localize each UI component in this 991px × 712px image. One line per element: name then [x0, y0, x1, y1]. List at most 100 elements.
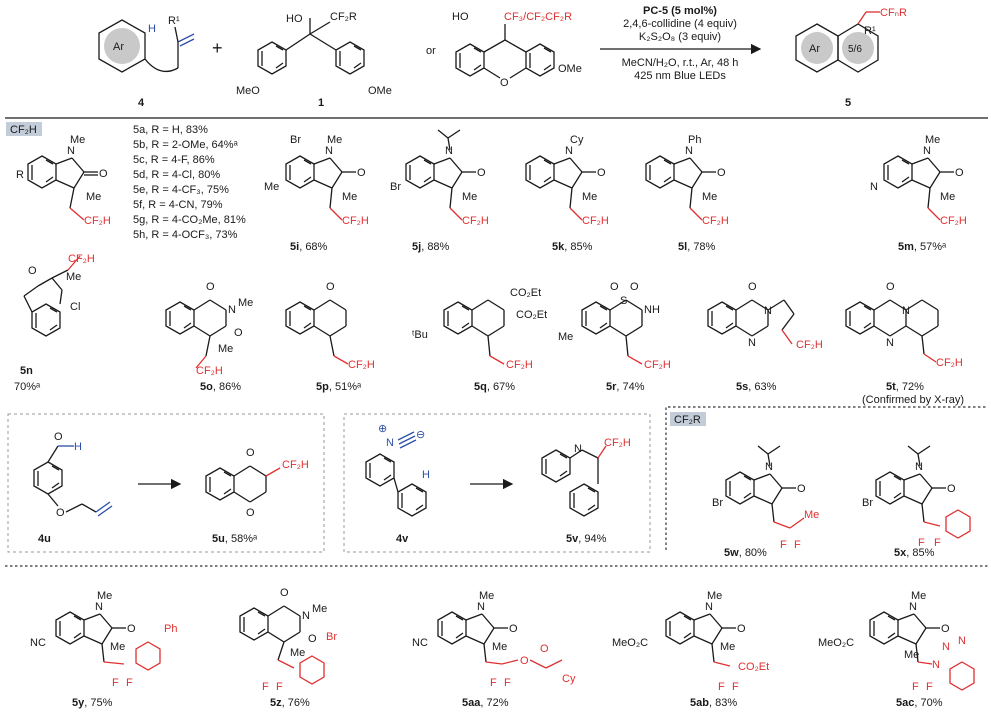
svg-text:N: N: [886, 337, 894, 349]
svg-text:CF₂H: CF₂H: [342, 215, 369, 227]
svg-text:N: N: [923, 145, 931, 157]
svg-text:CF₂H: CF₂H: [348, 359, 375, 371]
svg-text:N: N: [902, 305, 910, 317]
structure-5j: N O Br Me CF₂H: [390, 129, 489, 227]
svg-text:F: F: [934, 537, 941, 549]
svg-text:CF₂H: CF₂H: [940, 215, 967, 227]
svg-text:O: O: [127, 623, 136, 635]
svg-text:F: F: [780, 539, 787, 551]
svg-text:Me: Me: [264, 181, 279, 193]
svg-text:F: F: [112, 677, 119, 689]
svg-text:Me: Me: [940, 191, 955, 203]
svg-text:O: O: [597, 167, 606, 179]
product-number: 5: [845, 97, 851, 109]
label-5l: 5l, 78%: [678, 241, 716, 253]
svg-text:N: N: [685, 145, 693, 157]
cf2r-tag: CF₂R: [674, 414, 701, 426]
label-5m: 5m, 57%ᵃ: [898, 241, 947, 253]
svg-text:N: N: [932, 659, 940, 671]
reagent2-ho: HO: [452, 11, 469, 23]
svg-text:Br: Br: [862, 497, 873, 509]
svg-text:Br: Br: [390, 181, 401, 193]
label-5u: 5u, 58%ᵃ: [212, 533, 258, 545]
svg-text:Br: Br: [290, 134, 301, 146]
svg-text:H: H: [74, 441, 82, 453]
svg-text:N: N: [574, 443, 582, 455]
product-cfnr: CFₙR: [880, 7, 907, 19]
structure-5s: O N N CF₂H: [707, 281, 823, 351]
svg-text:Ph: Ph: [688, 134, 701, 146]
list-item-5d: 5d, R = 4-Cl, 80%: [133, 169, 220, 181]
o-5a: O: [99, 168, 108, 180]
svg-text:Me: Me: [97, 590, 112, 602]
label-5n-yield: 70%ᵃ: [14, 381, 41, 393]
reagent-1: HO CF₂R MeO OMe 1: [236, 11, 392, 109]
label-5j: 5j, 88%: [412, 241, 450, 253]
svg-text:O: O: [886, 281, 895, 293]
structure-5m: N Me O N Me CF₂H: [870, 134, 967, 227]
or-text: or: [426, 45, 436, 57]
svg-text:O: O: [737, 623, 746, 635]
svg-text:Cy: Cy: [562, 673, 576, 685]
label-5q: 5q, 67%: [474, 381, 515, 393]
svg-text:O: O: [540, 643, 549, 655]
svg-text:N: N: [302, 610, 310, 622]
svg-text:O: O: [246, 507, 255, 519]
svg-text:N: N: [477, 601, 485, 613]
svg-text:O: O: [717, 167, 726, 179]
label-5s: 5s, 63%: [736, 381, 777, 393]
reagent2-cf: CF₃/CF₂CF₂R: [504, 11, 572, 23]
structure-5i: N Me O Br Me Me CF₂H: [264, 134, 369, 227]
structure-5ab: N Me O MeO₂C Me CO₂Et F F: [612, 590, 769, 693]
box-4u-5u: [7, 413, 325, 553]
svg-text:F: F: [732, 681, 739, 693]
condition-3: K₂S₂O₈ (3 equiv): [639, 31, 721, 43]
svg-text:N: N: [748, 337, 756, 349]
list-item-5e: 5e, R = 4-CF₃, 75%: [133, 184, 229, 196]
structure-5r: S O O NH Me CF₂H: [558, 281, 671, 371]
structure-5k: N Cy O Me CF₂H: [525, 134, 609, 227]
label-5i: 5i, 68%: [290, 241, 328, 253]
svg-text:O: O: [56, 507, 65, 519]
svg-text:O: O: [748, 281, 757, 293]
n-plus: ⊕: [378, 423, 387, 435]
svg-text:N: N: [915, 461, 923, 473]
svg-text:O: O: [206, 281, 215, 293]
svg-text:Me: Me: [904, 649, 919, 661]
svg-text:Me: Me: [492, 641, 507, 653]
svg-text:H: H: [422, 469, 430, 481]
cf2r-tag-bg: [670, 412, 706, 426]
structure-5u: O O CF₂H: [205, 447, 309, 519]
label-5k: 5k, 85%: [552, 241, 593, 253]
svg-text:Me: Me: [558, 331, 573, 343]
svg-text:CF₂H: CF₂H: [936, 357, 963, 369]
label-5o: 5o, 86%: [200, 381, 241, 393]
label-5aa: 5aa, 72%: [462, 697, 509, 709]
svg-text:O: O: [54, 431, 63, 443]
list-item-5c: 5c, R = 4-F, 86%: [133, 154, 215, 166]
svg-text:CF₂H: CF₂H: [702, 215, 729, 227]
reagent2-o: O: [500, 77, 509, 89]
svg-text:Cl: Cl: [70, 301, 80, 313]
label-5w: 5w, 80%: [724, 547, 767, 559]
structure-5p: O CF₂H: [285, 281, 375, 371]
list-item-5b: 5b, R = 2-OMe, 64%ᵃ: [133, 139, 239, 151]
svg-text:Me: Me: [720, 641, 735, 653]
svg-text:CO₂Et: CO₂Et: [510, 287, 541, 299]
svg-text:O: O: [28, 265, 37, 277]
svg-text:Me: Me: [327, 134, 342, 146]
list-item-5h: 5h, R = 4-OCF₃, 73%: [133, 229, 238, 241]
n-minus: ⊖: [416, 429, 425, 441]
svg-text:O: O: [520, 655, 529, 667]
svg-text:S: S: [620, 295, 627, 307]
label-5x: 5x, 85%: [894, 547, 935, 559]
svg-text:NC: NC: [412, 637, 428, 649]
svg-text:Me: Me: [218, 343, 233, 355]
svg-text:O: O: [955, 167, 964, 179]
svg-text:CO₂Et: CO₂Et: [738, 661, 769, 673]
svg-text:O: O: [509, 623, 518, 635]
svg-text:ᵗBu: ᵗBu: [412, 329, 428, 341]
label-5y: 5y, 75%: [72, 697, 113, 709]
svg-text:N: N: [228, 304, 236, 316]
